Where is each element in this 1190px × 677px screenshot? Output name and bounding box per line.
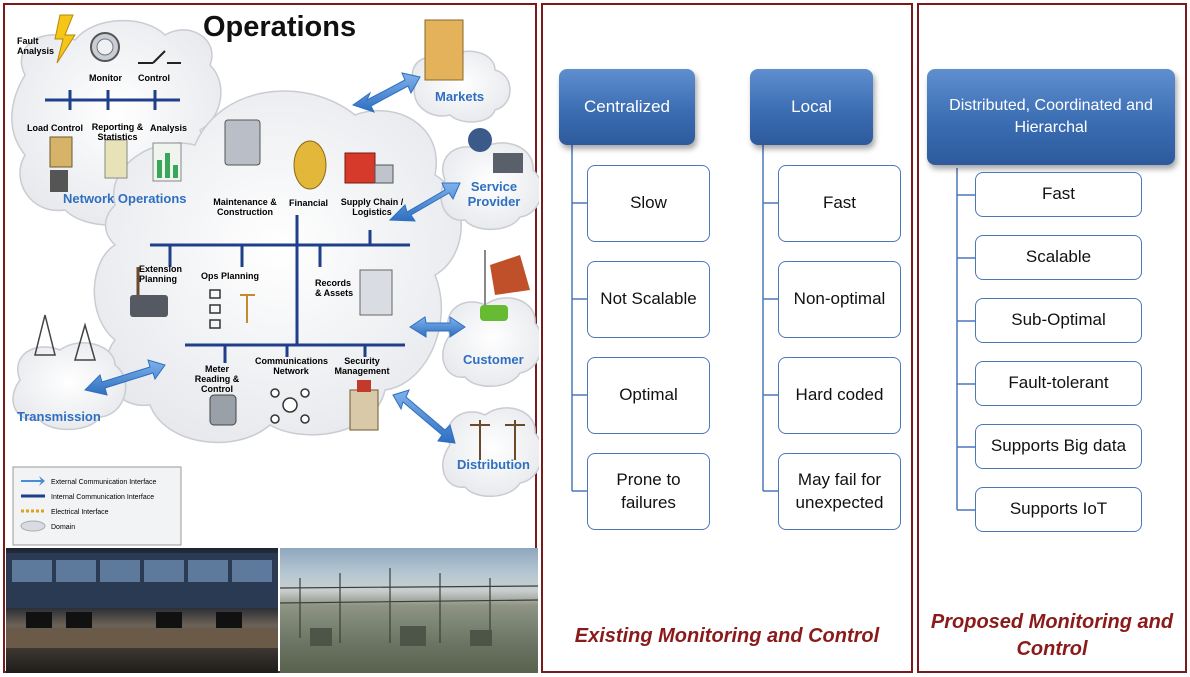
maintenance-icon xyxy=(224,119,261,166)
proposed-item: Supports IoT xyxy=(975,487,1142,532)
monitor-icon xyxy=(90,32,120,62)
local-item: Non-optimal xyxy=(778,261,901,338)
transmission-label: Transmission xyxy=(17,409,101,424)
centralized-item: Optimal xyxy=(587,357,710,434)
markets-label: Markets xyxy=(435,89,485,104)
ops-planning-icon xyxy=(209,289,255,329)
centralized-header: Centralized xyxy=(559,69,695,145)
local-header: Local xyxy=(750,69,873,145)
service-provider-icon xyxy=(468,128,523,173)
legend-electrical: Electrical Interface xyxy=(51,509,109,516)
customer-icon xyxy=(480,250,530,321)
substation-photo xyxy=(279,548,539,673)
existing-caption: Existing Monitoring and Control xyxy=(574,625,880,647)
analysis-label: Analysis xyxy=(150,123,188,133)
operations-title: Operations xyxy=(203,11,357,43)
control-icon xyxy=(138,50,181,64)
control-label: Control xyxy=(138,73,170,83)
communications-icon xyxy=(270,388,310,424)
fault-analysis-label: Fault Analysis xyxy=(17,36,55,56)
legend-internal: Internal Communication Interface xyxy=(51,494,155,501)
meter-reading-label: Meter Reading & Control xyxy=(194,364,240,394)
communications-label: Communications Network xyxy=(255,356,329,376)
legend-domain: Domain xyxy=(51,524,76,531)
network-operations-label: Network Operations xyxy=(63,191,187,206)
proposed-item: Supports Big data xyxy=(975,424,1142,469)
service-provider-label: Service Provider xyxy=(467,179,521,209)
proposed-item: Fast xyxy=(975,172,1142,217)
distribution-arrow xyxy=(392,389,456,444)
control-room-photo xyxy=(6,548,278,673)
proposed-item: Fault-tolerant xyxy=(975,361,1142,406)
distribution-icon xyxy=(470,420,525,460)
analysis-icon xyxy=(152,142,182,182)
load-control-icon xyxy=(49,136,73,192)
financial-label: Financial xyxy=(289,198,329,208)
financial-icon xyxy=(293,140,327,190)
ops-planning-label: Ops Planning xyxy=(201,271,260,281)
security-icon xyxy=(349,380,379,431)
meter-reading-icon xyxy=(209,394,237,426)
reporting-icon xyxy=(104,139,128,179)
operations-diagram xyxy=(11,14,539,546)
reporting-statistics-label: Reporting & Statistics xyxy=(91,122,144,142)
diagram-legend xyxy=(12,466,182,546)
external-interface-arrows xyxy=(84,72,466,444)
transmission-arrow xyxy=(84,359,166,396)
distribution-cloud xyxy=(442,407,539,498)
records-assets-label: Records & Assets xyxy=(315,278,354,298)
existing-monitoring-panel: Centralized Local Slow Not Scalable Opti… xyxy=(541,3,913,673)
maintenance-label: Maintenance & Construction xyxy=(213,197,277,217)
records-assets-icon xyxy=(359,269,393,316)
transmission-cloud xyxy=(12,342,127,431)
legend-labels: External Communication Interface Interna… xyxy=(51,475,156,535)
transmission-icon xyxy=(34,314,96,361)
distribution-label: Distribution xyxy=(457,457,530,472)
proposed-monitoring-panel: Distributed, Coordinated and Hierarchal … xyxy=(917,3,1187,673)
customer-label: Customer xyxy=(463,352,524,367)
supply-chain-icon xyxy=(344,152,394,184)
local-item: May fail for unexpected xyxy=(778,453,901,530)
local-item: Fast xyxy=(778,165,901,242)
centralized-item: Not Scalable xyxy=(587,261,710,338)
extension-planning-label: Extension Planning xyxy=(139,264,183,284)
extension-planning-icon xyxy=(130,267,168,317)
markets-icon xyxy=(424,19,464,81)
supply-chain-label: Supply Chain / Logistics xyxy=(340,197,404,217)
operations-diagram-panel: Operations Fault Analysis Monitor Contro… xyxy=(3,3,539,673)
monitor-label: Monitor xyxy=(89,73,122,83)
proposed-caption: Proposed Monitoring and Control xyxy=(930,611,1174,660)
existing-tree-connectors xyxy=(571,145,778,492)
proposed-item: Scalable xyxy=(975,235,1142,280)
markets-arrow xyxy=(351,72,421,113)
customer-arrow xyxy=(409,316,466,338)
centralized-item: Slow xyxy=(587,165,710,242)
proposed-tree-connectors xyxy=(956,168,975,511)
centralized-item: Prone to failures xyxy=(587,453,710,530)
distributed-header: Distributed, Coordinated and Hierarchal xyxy=(927,69,1175,165)
proposed-item: Sub-Optimal xyxy=(975,298,1142,343)
local-item: Hard coded xyxy=(778,357,901,434)
load-control-label: Load Control xyxy=(27,123,83,133)
internal-interface-lines xyxy=(45,90,410,363)
service-provider-arrow xyxy=(388,182,461,222)
customer-cloud xyxy=(442,297,539,388)
legend-external: External Communication Interface xyxy=(51,479,157,486)
fault-analysis-icon xyxy=(54,14,76,64)
security-label: Security Management xyxy=(334,356,390,376)
